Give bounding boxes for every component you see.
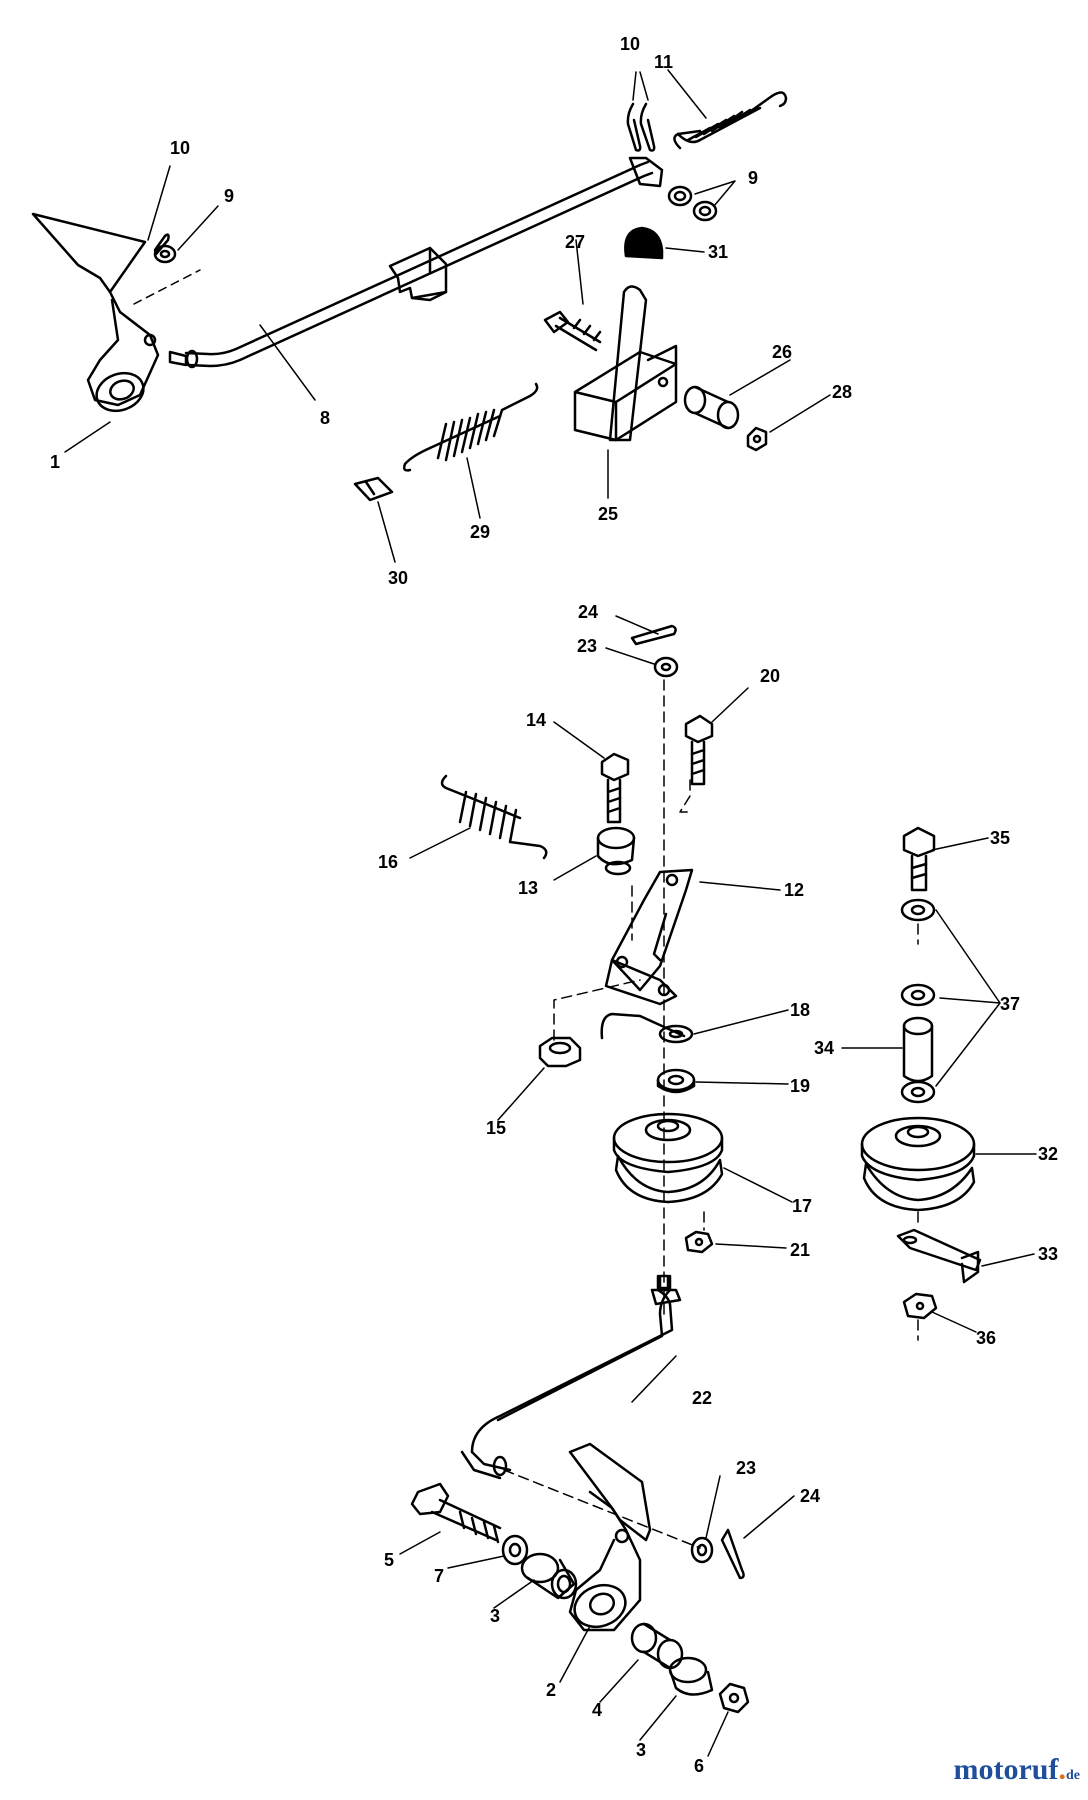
callout-28: 28 bbox=[832, 382, 853, 402]
callout-21: 21 bbox=[790, 1240, 811, 1260]
callout-9: 9 bbox=[224, 186, 235, 206]
washer-23a bbox=[653, 656, 679, 678]
callout-24: 24 bbox=[800, 1486, 821, 1506]
washer-37c bbox=[900, 1080, 936, 1104]
callout-9: 9 bbox=[748, 168, 759, 188]
callout-2: 2 bbox=[546, 1680, 557, 1700]
callout-25: 25 bbox=[598, 504, 619, 524]
nut-21 bbox=[684, 1230, 714, 1254]
callout-29: 29 bbox=[470, 522, 491, 542]
watermark-text-motor: motoruf bbox=[953, 1753, 1059, 1786]
rod-8 bbox=[168, 156, 664, 369]
clip-30 bbox=[353, 476, 394, 502]
callout-22: 22 bbox=[692, 1388, 713, 1408]
nut-36 bbox=[902, 1292, 938, 1320]
washer-7 bbox=[501, 1534, 529, 1566]
watermark-logo: motoruf.de bbox=[954, 1754, 1080, 1792]
callout-33: 33 bbox=[1038, 1244, 1059, 1264]
callout-26: 26 bbox=[772, 342, 793, 362]
watermark-tld: de bbox=[1066, 1768, 1080, 1783]
callout-32: 32 bbox=[1038, 1144, 1059, 1164]
bracket-12 bbox=[604, 868, 694, 1006]
callout-8: 8 bbox=[320, 408, 331, 428]
callout-31: 31 bbox=[708, 242, 729, 262]
nut-15 bbox=[538, 1036, 582, 1068]
washer-37b bbox=[900, 983, 936, 1007]
callout-37: 37 bbox=[1000, 994, 1021, 1014]
pedal-arm-2 bbox=[568, 1442, 652, 1632]
spring-29 bbox=[402, 382, 539, 472]
callout-11: 11 bbox=[654, 52, 674, 72]
callout-27: 27 bbox=[565, 232, 586, 252]
pulley-32 bbox=[860, 1116, 976, 1212]
nut-6 bbox=[718, 1682, 750, 1714]
callout-16: 16 bbox=[378, 852, 399, 872]
callout-30: 30 bbox=[388, 568, 409, 588]
bracket-33 bbox=[896, 1228, 982, 1284]
callout-23: 23 bbox=[736, 1458, 757, 1478]
nut-28 bbox=[746, 426, 768, 452]
callout-10: 10 bbox=[170, 138, 191, 158]
spacer-34 bbox=[902, 1016, 934, 1083]
callout-3: 3 bbox=[490, 1606, 501, 1626]
callout-19: 19 bbox=[790, 1076, 811, 1096]
callout-23: 23 bbox=[577, 636, 598, 656]
callout-36: 36 bbox=[976, 1328, 997, 1348]
callout-34: 34 bbox=[814, 1038, 835, 1058]
bolt-35 bbox=[902, 826, 936, 892]
callout-5: 5 bbox=[384, 1550, 395, 1570]
bushing-3a bbox=[520, 1552, 578, 1600]
bolt-14 bbox=[600, 752, 630, 824]
cotter-pin-10a bbox=[153, 233, 170, 256]
washer-9b bbox=[667, 185, 718, 222]
cotter-pin-24a bbox=[630, 624, 677, 646]
callout-10: 10 bbox=[620, 34, 641, 54]
callout-14: 14 bbox=[526, 710, 547, 730]
callout-13: 13 bbox=[518, 878, 539, 898]
bolt-20 bbox=[684, 714, 714, 786]
knob-31 bbox=[624, 226, 664, 260]
spring-16 bbox=[440, 774, 548, 860]
callout-35: 35 bbox=[990, 828, 1011, 848]
washer-37a bbox=[900, 898, 936, 922]
spacer-13 bbox=[596, 826, 636, 876]
callout-7: 7 bbox=[434, 1566, 445, 1586]
callout-24: 24 bbox=[578, 602, 599, 622]
cotter-pin-10b bbox=[626, 102, 656, 152]
washer-19 bbox=[656, 1068, 696, 1094]
rod-22 bbox=[460, 1274, 682, 1480]
bracket-clip-18 bbox=[600, 1012, 694, 1044]
bracket-25 bbox=[573, 285, 678, 442]
watermark-dot: . bbox=[1058, 1753, 1067, 1786]
spring-11 bbox=[673, 91, 788, 150]
washer-23b bbox=[690, 1536, 714, 1564]
bolt-27 bbox=[543, 310, 602, 352]
callout-12: 12 bbox=[784, 880, 805, 900]
callout-17: 17 bbox=[792, 1196, 813, 1216]
pedal-arm-1 bbox=[31, 212, 160, 413]
bushing-3b bbox=[668, 1656, 714, 1696]
callout-3: 3 bbox=[636, 1740, 647, 1760]
pulley-17 bbox=[612, 1112, 724, 1204]
callout-18: 18 bbox=[790, 1000, 811, 1020]
callout-1: 1 bbox=[50, 452, 61, 472]
callout-4: 4 bbox=[592, 1700, 603, 1720]
callout-15: 15 bbox=[486, 1118, 507, 1138]
bolt-5 bbox=[410, 1482, 502, 1544]
callout-20: 20 bbox=[760, 666, 781, 686]
callout-6: 6 bbox=[694, 1756, 705, 1776]
cotter-pin-24b bbox=[720, 1528, 745, 1580]
bushing-26 bbox=[683, 385, 740, 430]
washer-9a bbox=[153, 244, 177, 264]
